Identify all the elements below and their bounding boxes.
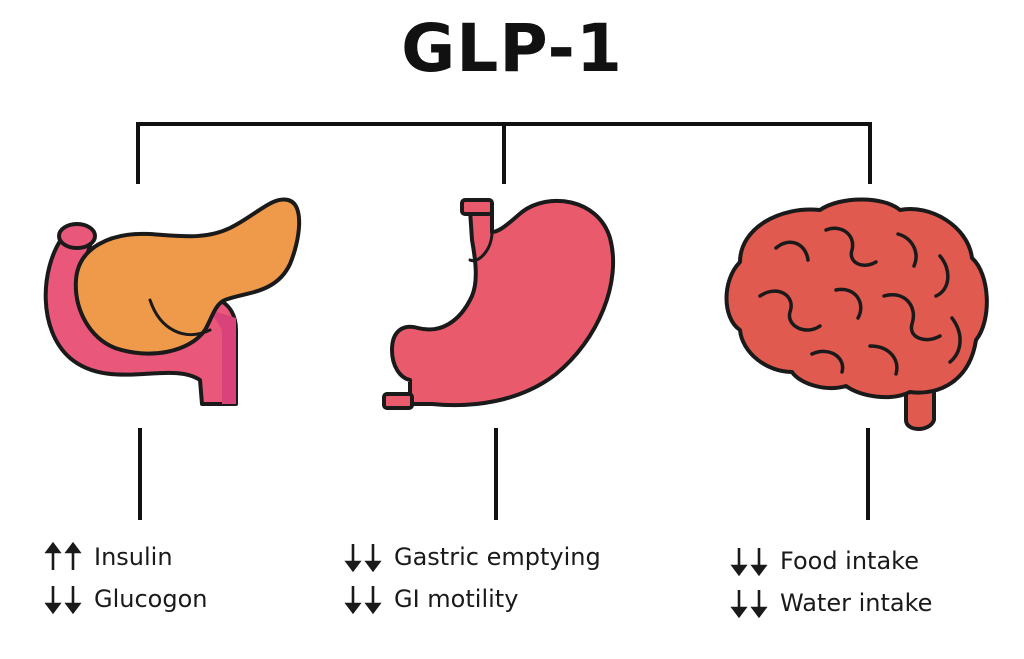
down-arrows-icon (730, 588, 770, 618)
up-arrows-icon (44, 542, 84, 572)
diagram-title: GLP-1 (401, 10, 623, 87)
effect-water-intake: Water intake (730, 582, 932, 624)
stomach-effects: Gastric emptying GI motility (344, 536, 601, 620)
effect-label: Gastric emptying (394, 543, 601, 571)
effect-food-intake: Food intake (730, 540, 932, 582)
stomach-icon (382, 198, 616, 410)
effect-insulin: Insulin (44, 536, 207, 578)
effect-gi-motility: GI motility (344, 578, 601, 620)
brain-effects: Food intake Water intake (730, 540, 932, 624)
pancreas-icon (43, 197, 302, 406)
effect-label: Insulin (94, 543, 173, 571)
down-arrows-icon (344, 584, 384, 614)
down-arrows-icon (730, 546, 770, 576)
down-arrows-icon (44, 584, 84, 614)
pancreas-effects: Insulin Glucogon (44, 536, 207, 620)
effect-label: GI motility (394, 585, 519, 613)
brain-icon (724, 197, 989, 431)
effect-label: Food intake (780, 547, 919, 575)
effect-label: Water intake (780, 589, 933, 617)
down-arrows-icon (344, 542, 384, 572)
effect-gastric-emptying: Gastric emptying (344, 536, 601, 578)
effect-label: Glucogon (94, 585, 208, 613)
effect-glucogon: Glucogon (44, 578, 207, 620)
